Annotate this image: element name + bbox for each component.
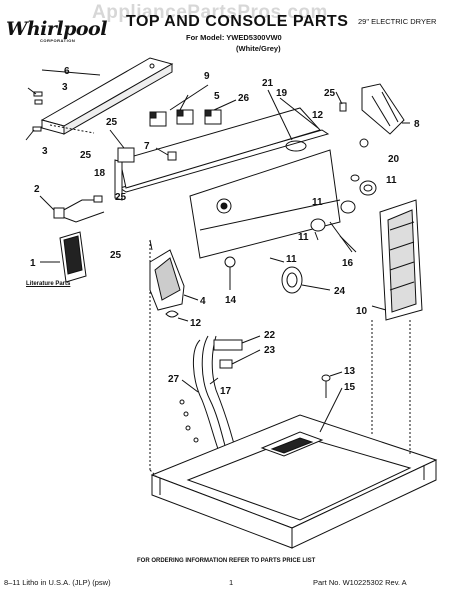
- part-12-clip: [165, 310, 189, 322]
- callout-1: 1: [30, 258, 36, 269]
- part-number: Part No. W10225302 Rev. A: [313, 578, 407, 587]
- parts-20-11-knobs: [310, 174, 377, 253]
- litho-info: 8–11 Litho in U.S.A. (JLP) (psw): [4, 578, 111, 587]
- callout-24: 24: [334, 286, 346, 297]
- callout-4: 4: [200, 296, 206, 307]
- callout-22: 22: [264, 330, 276, 341]
- callout-25-left: 25: [106, 117, 118, 128]
- callout-10: 10: [356, 306, 368, 317]
- callout-11-c: 11: [298, 232, 309, 243]
- callout-18: 18: [94, 168, 106, 179]
- part-4-duct-cover: [149, 239, 199, 311]
- callout-2: 2: [34, 184, 40, 195]
- callout-labels: 6 3 3 9 5 26 21 19 25 12 8 25 7 25 18 2 …: [30, 66, 420, 397]
- model-color: (White/Grey): [236, 44, 281, 53]
- callout-6: 6: [64, 66, 70, 77]
- callout-27: 27: [168, 374, 180, 385]
- callout-12-bottom: 12: [190, 318, 202, 329]
- page-title: TOP AND CONSOLE PARTS: [126, 13, 349, 30]
- callout-13: 13: [344, 366, 356, 377]
- screws-3: [25, 87, 43, 141]
- part-6-back-plate: [40, 57, 174, 135]
- ordering-note: FOR ORDERING INFORMATION REFER TO PARTS …: [137, 558, 316, 564]
- callout-26: 26: [238, 93, 250, 104]
- callout-25-lower: 25: [115, 192, 127, 203]
- part-15-dryer-top: [150, 387, 438, 549]
- callout-12-top: 12: [312, 110, 324, 121]
- part-19-console-panel: [114, 89, 341, 259]
- part-13-screw: [321, 371, 343, 398]
- callout-8: 8: [414, 119, 420, 130]
- callout-3-top: 3: [62, 82, 68, 93]
- callout-11-b: 11: [312, 197, 323, 208]
- callout-3-bottom: 3: [42, 146, 48, 157]
- part-14: [224, 256, 236, 290]
- callout-14: 14: [225, 295, 237, 306]
- callout-25-top: 25: [324, 88, 336, 99]
- callout-25-bottom: 25: [110, 250, 122, 261]
- callout-11-d: 11: [286, 254, 297, 265]
- part-1-literature: [40, 231, 87, 283]
- part-2-wire-harness: [39, 195, 105, 223]
- part-18-relay: [109, 129, 177, 163]
- watermark: AppliancePartsPros.com: [92, 2, 328, 23]
- callout-16: 16: [342, 258, 354, 269]
- part-24-timer-knob: [269, 257, 331, 294]
- brand-logo: Whirlpool: [6, 18, 107, 40]
- callout-9: 9: [204, 71, 210, 82]
- alignment-lines: [149, 240, 411, 477]
- brand-corporation: CORPORATION: [40, 38, 76, 43]
- callout-15: 15: [344, 382, 356, 393]
- callout-5: 5: [214, 91, 220, 102]
- callout-25-mid: 25: [80, 150, 92, 161]
- callout-11-a: 11: [386, 175, 397, 186]
- part-8-hinge-bracket: [335, 83, 410, 148]
- part-10-lint-screen: [371, 199, 423, 321]
- parts-9-5-26-switches: [149, 84, 237, 127]
- callout-20: 20: [388, 154, 400, 165]
- callout-23: 23: [264, 345, 276, 356]
- callout-7: 7: [144, 141, 150, 152]
- product-type: 29" ELECTRIC DRYER: [358, 17, 437, 26]
- page-number: 1: [229, 578, 234, 587]
- literature-parts-label: Literature Parts: [26, 281, 71, 287]
- model-number: For Model: YWED5300VW0: [186, 33, 282, 42]
- callout-17: 17: [220, 386, 232, 397]
- callout-19: 19: [276, 88, 288, 99]
- callout-21: 21: [262, 78, 274, 89]
